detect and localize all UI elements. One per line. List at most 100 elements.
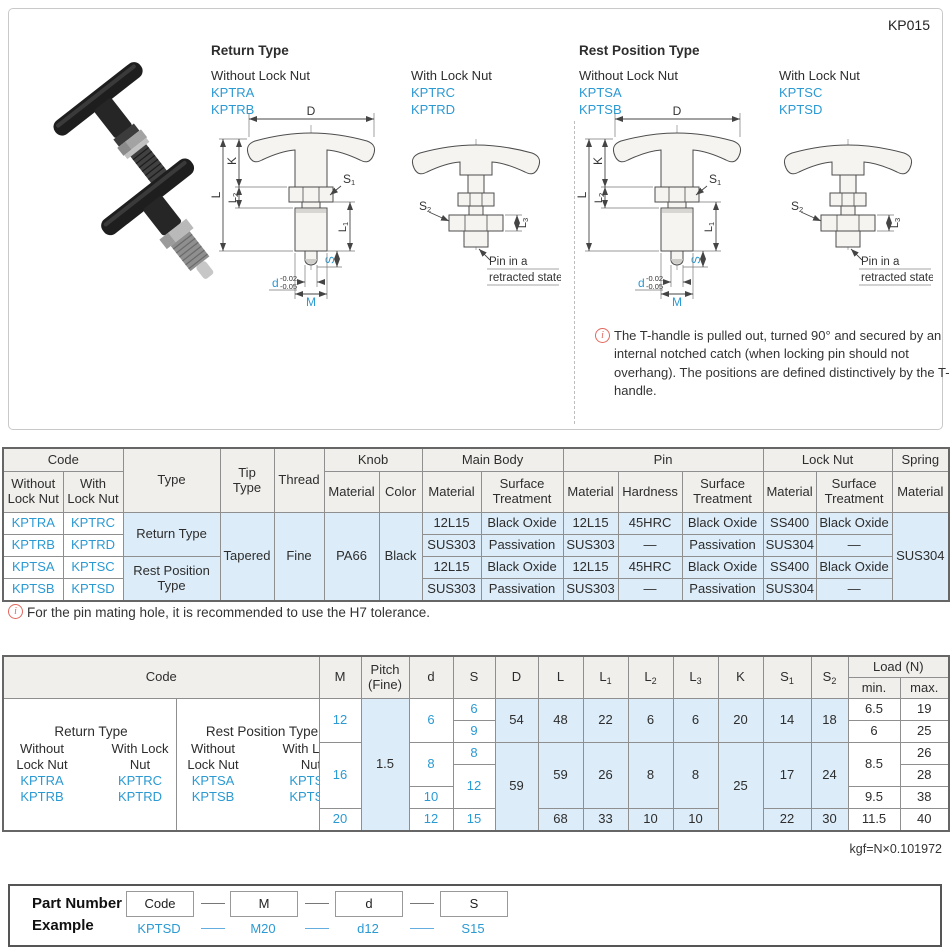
- pin-material-cell: 12L15: [562, 556, 619, 579]
- load-min-cell: 11.5: [847, 808, 901, 832]
- part-code-link[interactable]: KPTSC: [289, 773, 318, 789]
- pin-hardness-cell: 45HRC: [617, 512, 683, 535]
- nut-surface-cell: Black Oxide: [815, 512, 893, 535]
- lock-label: With Lock Nut: [111, 741, 169, 773]
- part-code-cell[interactable]: KPTRD: [62, 534, 124, 557]
- col-header-K: K: [717, 655, 764, 699]
- part-code-cell[interactable]: KPTRC: [62, 512, 124, 535]
- part-code-link[interactable]: KPTRA: [20, 773, 64, 789]
- col-header-load-max: max.: [899, 677, 950, 699]
- pin-note-line1: Pin in a: [489, 256, 528, 268]
- pin-hardness-cell: —: [617, 534, 683, 557]
- part-code-link[interactable]: KPTSB: [191, 789, 235, 805]
- hex-collar: [654, 186, 700, 203]
- col-header-L3: L3: [672, 655, 719, 699]
- hex-collar: [829, 192, 867, 207]
- part-code-cell[interactable]: KPTSC: [62, 556, 124, 579]
- part-code-cell[interactable]: KPTSB: [2, 578, 64, 602]
- handle-note-text: The T-handle is pulled out, turned 90° a…: [614, 328, 950, 399]
- part-code-link[interactable]: KPTRB: [20, 789, 64, 805]
- dim-K-cell: 20: [717, 698, 764, 743]
- dim-label-L3: L3: [889, 218, 902, 228]
- t-handle: [613, 132, 741, 188]
- part-code-link[interactable]: KPTRC: [411, 85, 456, 100]
- table-row: KPTSA KPTSC Rest Position Type 12L15 Bla…: [2, 556, 949, 602]
- dim-L2-cell: 8: [627, 742, 674, 809]
- dim-L1-cell: 33: [582, 808, 629, 832]
- part-code-link[interactable]: KPTSD: [289, 789, 318, 805]
- lock-label: Without Lock Nut: [579, 68, 678, 83]
- pin-material-cell: 12L15: [562, 512, 619, 535]
- t-handle: [412, 144, 540, 176]
- part-code-cell[interactable]: KPTRB: [2, 534, 64, 557]
- part-code-link[interactable]: KPTSA: [191, 773, 235, 789]
- pin-hardness-cell: 45HRC: [617, 556, 683, 579]
- pin-note-line2: retracted state: [489, 272, 561, 284]
- dim-label-S2: S2: [419, 199, 431, 214]
- body-surface-cell: Passivation: [480, 534, 564, 557]
- part-number-title: Part Number Example: [32, 895, 123, 934]
- dim-label-L3: L3: [517, 218, 530, 228]
- hex-collar: [288, 186, 334, 203]
- dim-M-cell: 12: [318, 698, 362, 743]
- load-min-cell: 8.5: [847, 742, 901, 787]
- dim-D-cell: 54: [494, 698, 539, 743]
- col-header-code: Code: [2, 655, 320, 699]
- dim-label-L1: L1: [337, 222, 350, 232]
- part-code-cell[interactable]: KPTRA: [2, 512, 64, 535]
- pin-surface-cell: Black Oxide: [681, 512, 764, 535]
- dim-S-cell: 9: [452, 720, 496, 743]
- load-max-cell: 26: [899, 742, 950, 765]
- part-number-example: Part Number Example Code M d S KPTSD M20…: [8, 884, 942, 947]
- part-code-link[interactable]: KPTRA: [211, 85, 255, 100]
- col-header-spring-material: Material: [891, 471, 950, 513]
- section-title-return: Return Type: [211, 43, 289, 58]
- dim-S2-cell: 24: [810, 742, 849, 809]
- handle-note: i The T-handle is pulled out, turned 90°…: [595, 327, 950, 401]
- part-code-link[interactable]: KPTSD: [779, 102, 823, 117]
- dim-label-L: L: [575, 191, 589, 198]
- pn-value-code[interactable]: KPTSD: [137, 921, 181, 936]
- col-header-pin-material: Material: [562, 471, 619, 513]
- tip-type-cell: Tapered: [219, 512, 275, 602]
- dim-M-cell: 20: [318, 808, 362, 832]
- tolerance-note: i For the pin mating hole, it is recomme…: [8, 603, 708, 622]
- dim-label-d: d: [272, 276, 279, 290]
- col-header-L1: L1: [582, 655, 629, 699]
- col-group-code: Code: [2, 447, 124, 472]
- part-code-link[interactable]: KPTSA: [579, 85, 622, 100]
- part-code-link[interactable]: KPTRC: [117, 773, 163, 789]
- section-divider: [574, 121, 575, 424]
- dimension-table: Code M Pitch(Fine) d S D L L1 L2 L3 K S1…: [2, 655, 950, 832]
- col-header-pitch: Pitch(Fine): [360, 655, 410, 699]
- part-code-cell[interactable]: KPTSD: [62, 578, 124, 602]
- nut-surface-cell: Black Oxide: [815, 556, 893, 579]
- part-code-link[interactable]: KPTSB: [579, 102, 622, 117]
- dim-label-K: K: [225, 157, 239, 165]
- neck: [301, 201, 321, 209]
- part-code-link[interactable]: KPTSC: [779, 85, 823, 100]
- unit-conversion-note: kgf=N×0.101972: [849, 842, 942, 856]
- spring-material-cell: SUS304: [891, 512, 950, 602]
- dim-label-M: M: [306, 295, 316, 309]
- threaded-body: [463, 230, 489, 248]
- dim-d-cell: 8: [408, 742, 454, 787]
- col-header-tip-type: Tip Type: [219, 447, 275, 513]
- part-code-cell[interactable]: KPTSA: [2, 556, 64, 579]
- pin-material-cell: SUS303: [562, 534, 619, 557]
- drawing-return-without-lock-nut: D L K L2 S1 L1 S d -0.02 -0.05 M: [209, 99, 394, 314]
- threaded-body: [660, 207, 694, 252]
- body-material-cell: 12L15: [421, 512, 482, 535]
- pin-material-cell: SUS303: [562, 578, 619, 602]
- col-group-lock-nut: Lock Nut: [762, 447, 893, 472]
- col-header-type: Type: [122, 447, 221, 513]
- dim-label-L: L: [209, 191, 223, 198]
- table-row: KPTSB KPTSD SUS303 Passivation SUS303 — …: [2, 578, 949, 602]
- nut-surface-cell: —: [815, 534, 893, 557]
- part-code-link[interactable]: KPTRD: [117, 789, 163, 805]
- load-min-cell: 6.5: [847, 698, 901, 721]
- dim-S-cell: 8: [452, 742, 496, 765]
- part-code-link[interactable]: KPTRD: [411, 102, 456, 117]
- part-code-link[interactable]: KPTRB: [211, 102, 255, 117]
- separator-dash-blue: [201, 928, 225, 929]
